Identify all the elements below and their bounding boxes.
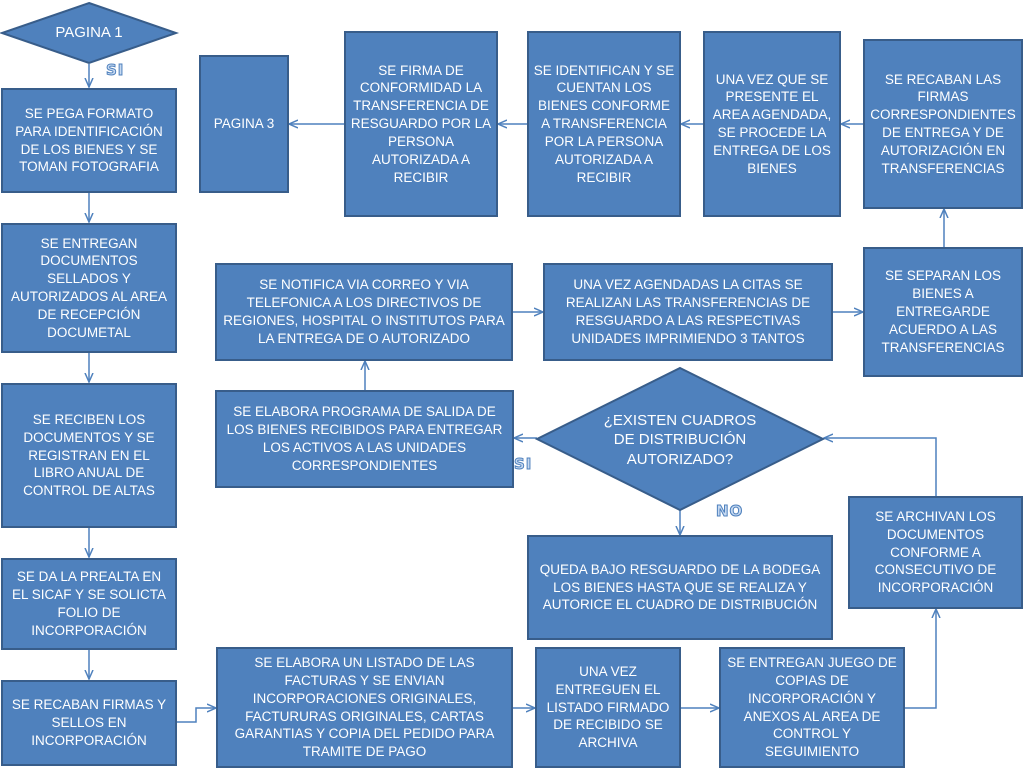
box-archivan-text: SE ARCHIVAN LOS DOCUMENTOS CONFORME A CO…	[874, 508, 997, 596]
box-recaban-firmas-sellos: SE RECABAN FIRMAS Y SELLOS EN INCORPORAC…	[1, 680, 177, 766]
box-identifican-text: SE IDENTIFICAN Y SE CUENTAN LOS BIENES C…	[533, 62, 675, 185]
box-recaban-firmas-transferencias: SE RECABAN LAS FIRMAS CORRESPONDIENTES D…	[863, 39, 1023, 209]
box-firma-conformidad-text: SE FIRMA DE CONFORMIDAD LA TRANSFERENCIA…	[350, 62, 492, 185]
box-programa-salida-text: SE ELABORA PROGRAMA DE SALIDA DE LOS BIE…	[226, 404, 503, 473]
arrow-juego-to-archivan	[905, 609, 936, 709]
decision-node-label: ¿EXISTEN CUADROS DE DISTRIBUCIÓN AUTORIZ…	[603, 411, 757, 468]
box-pega-formato: SE PEGA FORMATO PARA IDENTIFICACIÓN DE L…	[1, 88, 177, 193]
yes-label-mid: SI	[513, 455, 533, 474]
box-listado: SE ELABORA UN LISTADO DE LAS FACTURAS Y …	[216, 647, 513, 768]
box-una-vez-presente-text: UNA VEZ QUE SE PRESENTE EL AREA AGENDADA…	[712, 71, 832, 176]
arrow-recaban-to-listado	[176, 708, 216, 723]
no-label: NO	[715, 502, 744, 521]
box-queda-resguardo-text: QUEDA BAJO RESGUARDO DE LA BODEGA LOS BI…	[539, 561, 821, 613]
decision-diamond-shape	[534, 366, 826, 512]
box-separan-text: SE SEPARAN LOS BIENES A ENTREGARDE ACUER…	[881, 268, 1005, 355]
box-entregan-juego-text: SE ENTREGAN JUEGO DE COPIAS DE INCORPORA…	[727, 655, 897, 760]
box-una-vez-entreguen: UNA VEZ ENTREGUEN EL LISTADO FIRMADO DE …	[535, 647, 681, 768]
box-reciben-documentos-text: SE RECIBEN LOS DOCUMENTOS Y SE REGISTRAN…	[23, 411, 155, 499]
box-notifica-text: SE NOTIFICA VIA CORREO Y VIA TELEFONICA …	[223, 277, 505, 346]
box-firma-conformidad: SE FIRMA DE CONFORMIDAD LA TRANSFERENCIA…	[344, 31, 498, 217]
box-entregan-documentos-text: SE ENTREGAN DOCUMENTOS SELLADOS Y AUTORI…	[10, 235, 168, 340]
box-una-vez-entreguen-text: UNA VEZ ENTREGUEN EL LISTADO FIRMADO DE …	[546, 663, 670, 751]
start-node-label: PAGINA 1	[55, 24, 123, 42]
box-una-vez-presente: UNA VEZ QUE SE PRESENTE EL AREA AGENDADA…	[703, 31, 841, 217]
box-pega-formato-text: SE PEGA FORMATO PARA IDENTIFICACIÓN DE L…	[15, 105, 163, 175]
box-entregan-juego: SE ENTREGAN JUEGO DE COPIAS DE INCORPORA…	[719, 647, 905, 768]
box-pagina3: PAGINA 3	[199, 55, 289, 193]
box-queda-resguardo: QUEDA BAJO RESGUARDO DE LA BODEGA LOS BI…	[527, 535, 833, 640]
box-pagina3-text: PAGINA 3	[213, 116, 275, 132]
box-entregan-documentos: SE ENTREGAN DOCUMENTOS SELLADOS Y AUTORI…	[1, 223, 177, 353]
box-agendadas-text: UNA VEZ AGENDADAS LA CITAS SE REALIZAN L…	[565, 277, 811, 346]
box-separan: SE SEPARAN LOS BIENES A ENTREGARDE ACUER…	[863, 247, 1023, 377]
start-node: PAGINA 1	[40, 10, 138, 56]
box-recaban-firmas-sellos-text: SE RECABAN FIRMAS Y SELLOS EN INCORPORAC…	[11, 697, 167, 748]
yes-label-top: SI	[105, 61, 125, 80]
box-recaban-firmas-transferencias-text: SE RECABAN LAS FIRMAS CORRESPONDIENTES D…	[870, 71, 1016, 176]
box-prealta: SE DA LA PREALTA EN EL SICAF Y SE SOLICT…	[1, 558, 177, 650]
box-listado-text: SE ELABORA UN LISTADO DE LAS FACTURAS Y …	[234, 655, 495, 760]
start-diamond-shape	[0, 1, 180, 65]
decision-node: ¿EXISTEN CUADROS DE DISTRIBUCIÓN AUTORIZ…	[598, 398, 762, 482]
arrow-archivan-to-decision	[824, 438, 937, 496]
box-agendadas: UNA VEZ AGENDADAS LA CITAS SE REALIZAN L…	[543, 263, 833, 361]
box-prealta-text: SE DA LA PREALTA EN EL SICAF Y SE SOLICT…	[11, 569, 167, 638]
box-notifica: SE NOTIFICA VIA CORREO Y VIA TELEFONICA …	[215, 263, 513, 361]
box-programa-salida: SE ELABORA PROGRAMA DE SALIDA DE LOS BIE…	[215, 390, 514, 488]
box-identifican: SE IDENTIFICAN Y SE CUENTAN LOS BIENES C…	[527, 31, 681, 217]
box-archivan: SE ARCHIVAN LOS DOCUMENTOS CONFORME A CO…	[848, 496, 1023, 609]
box-reciben-documentos: SE RECIBEN LOS DOCUMENTOS Y SE REGISTRAN…	[1, 383, 177, 528]
